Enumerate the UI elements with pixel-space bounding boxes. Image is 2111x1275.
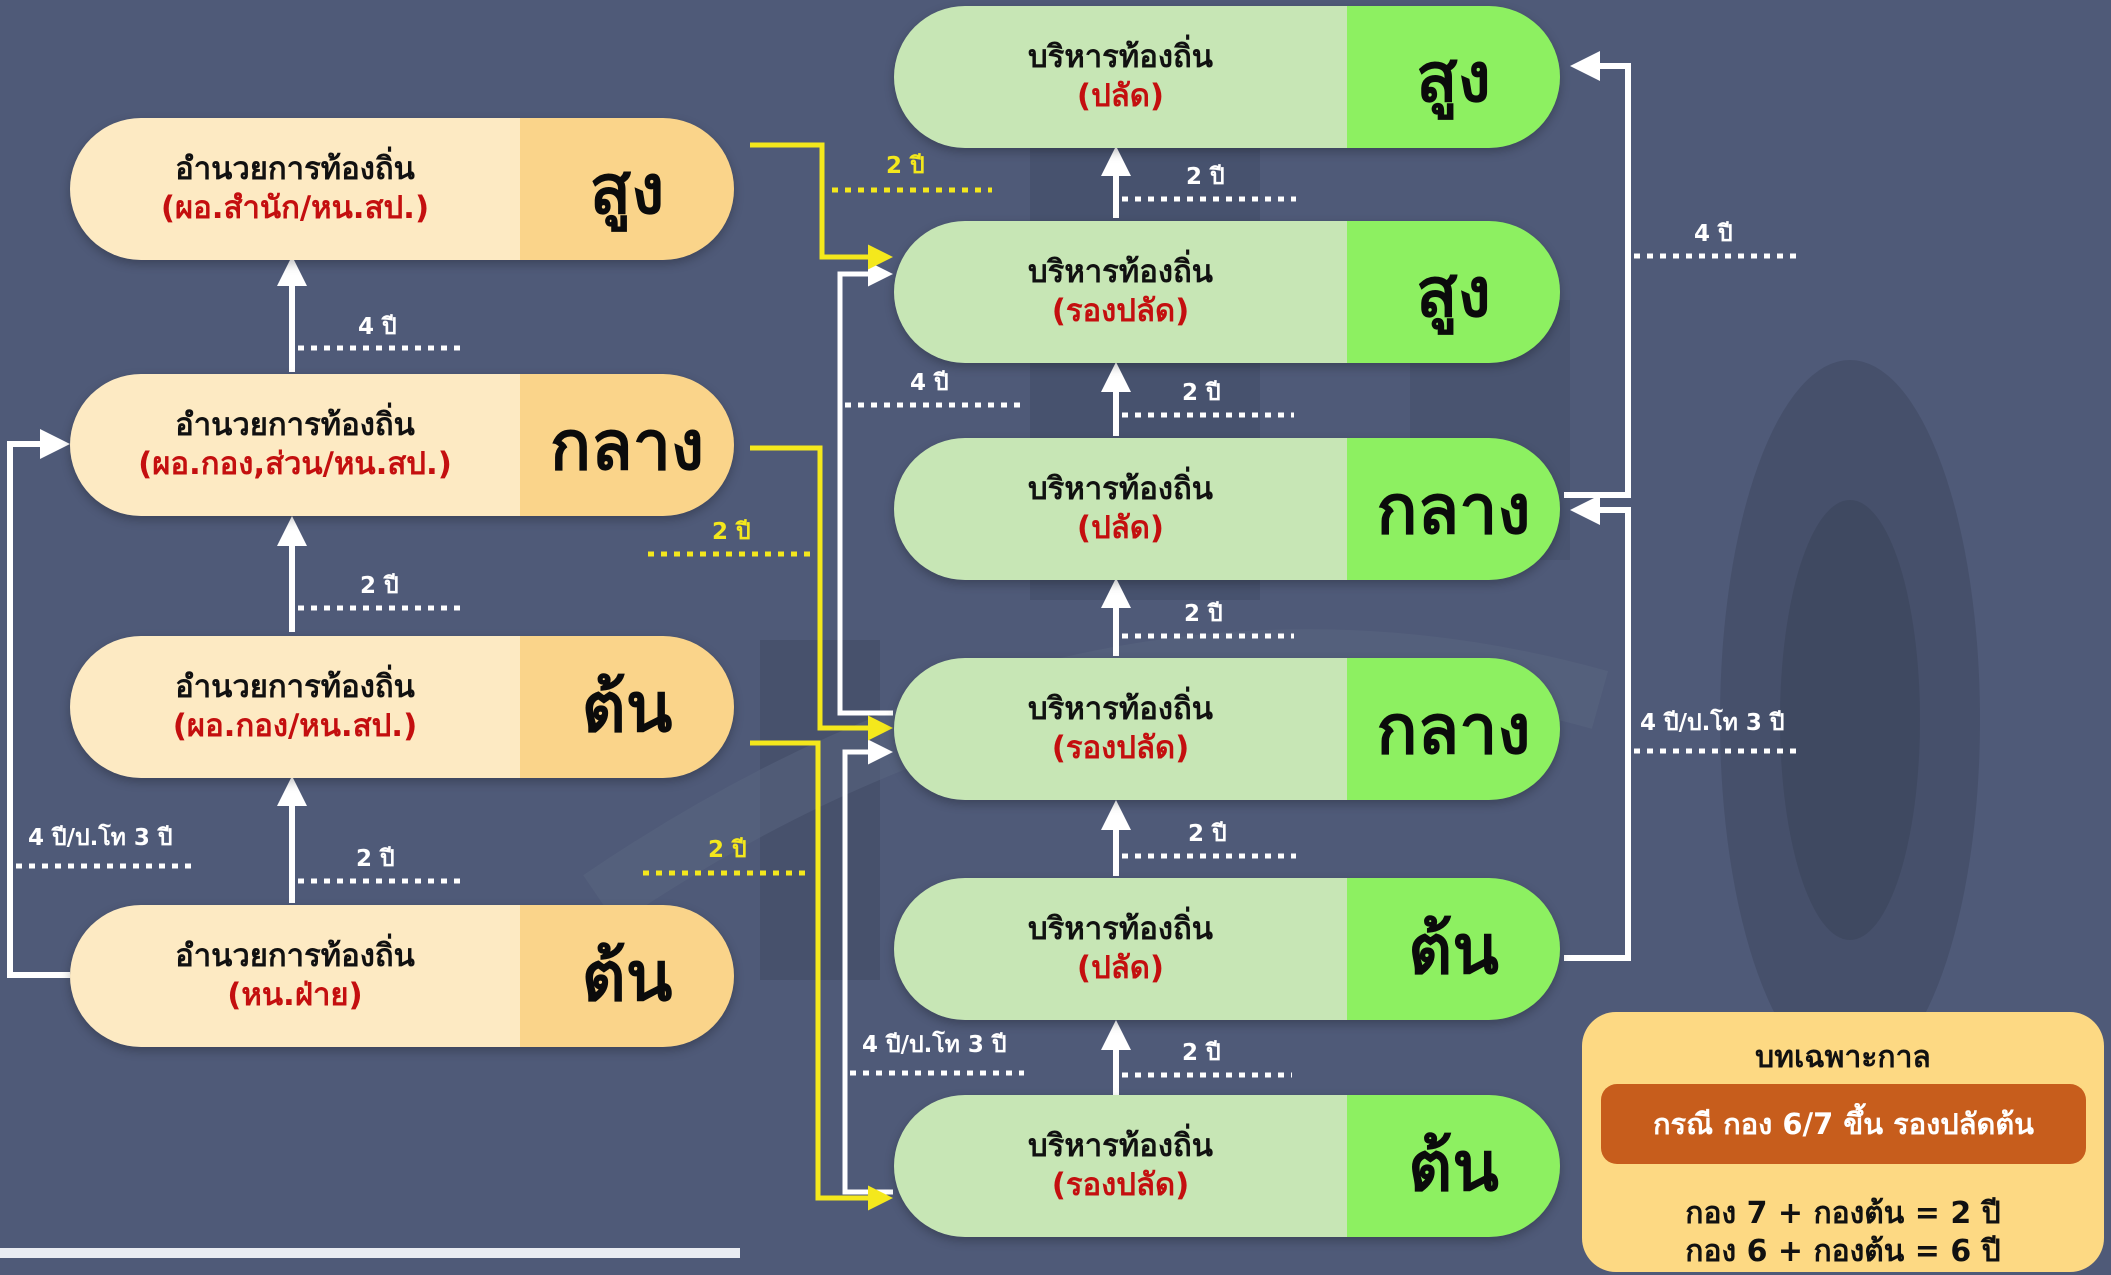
duration-label: 4 ปี/ป.โท 3 ปี bbox=[1640, 710, 1785, 736]
box-level: ต้น bbox=[520, 636, 734, 778]
box-subtitle: (ผอ.สำนัก/หน.สป.) bbox=[160, 190, 430, 226]
box-title: อำนวยการท้องถิ่น bbox=[175, 407, 415, 444]
duration-label: 4 ปี bbox=[910, 370, 949, 396]
duration-label: 4 ปี bbox=[1694, 221, 1733, 247]
arrow-yellow-from-left-1 bbox=[750, 142, 893, 270]
box-subtitle: (หน.ฝ่าย) bbox=[227, 977, 363, 1013]
arrow-right-outer-upper bbox=[1564, 51, 1631, 498]
box-subtitle: (ปลัด) bbox=[1076, 950, 1165, 986]
right-box-clerk-middle: บริหารท้องถิ่น (ปลัด) กลาง bbox=[894, 438, 1560, 580]
box-title: บริหารท้องถิ่น bbox=[1028, 39, 1213, 76]
right-box-deputy-senior: บริหารท้องถิ่น (รองปลัด) สูง bbox=[894, 221, 1560, 363]
duration-label-yellow: 2 ปี bbox=[712, 519, 751, 545]
box-text: อำนวยการท้องถิ่น (ผอ.สำนัก/หน.สป.) bbox=[70, 118, 520, 260]
box-title: อำนวยการท้องถิ่น bbox=[175, 938, 415, 975]
transitional-note: บทเฉพาะกาล กรณี กอง 6/7 ขึ้น รองปลัดต้น … bbox=[1582, 1012, 2104, 1272]
box-title: บริหารท้องถิ่น bbox=[1028, 691, 1213, 728]
box-level: สูง bbox=[1347, 6, 1560, 148]
duration-label: 4 ปี/ป.โท 3 ปี bbox=[862, 1032, 1007, 1058]
duration-label-yellow: 2 ปี bbox=[886, 153, 925, 179]
box-subtitle: (รองปลัด) bbox=[1051, 1167, 1190, 1203]
note-line: กอง 6 + กองต้น = 6 ปี bbox=[1685, 1234, 2001, 1269]
right-box-clerk-senior: บริหารท้องถิ่น (ปลัด) สูง bbox=[894, 6, 1560, 148]
arrow-yellow-from-left-3 bbox=[750, 740, 893, 1211]
bg-footer-strip bbox=[0, 1248, 740, 1258]
box-text: บริหารท้องถิ่น (รองปลัด) bbox=[894, 658, 1347, 800]
left-box-director-senior: อำนวยการท้องถิ่น (ผอ.สำนัก/หน.สป.) สูง bbox=[70, 118, 734, 260]
box-level: กลาง bbox=[1347, 438, 1560, 580]
box-text: อำนวยการท้องถิ่น (ผอ.กอง,ส่วน/หน.สป.) bbox=[70, 374, 520, 516]
duration-label: 2 ปี bbox=[1186, 164, 1225, 190]
note-title: บทเฉพาะกาล bbox=[1755, 1040, 1931, 1075]
box-subtitle: (ปลัด) bbox=[1076, 78, 1165, 114]
box-level: สูง bbox=[520, 118, 734, 260]
box-subtitle: (ผอ.กอง/หน.สป.) bbox=[172, 708, 418, 744]
box-text: บริหารท้องถิ่น (ปลัด) bbox=[894, 6, 1347, 148]
box-level: สูง bbox=[1347, 221, 1560, 363]
duration-label: 2 ปี bbox=[1188, 821, 1227, 847]
duration-label: 2 ปี bbox=[356, 846, 395, 872]
box-title: บริหารท้องถิ่น bbox=[1028, 911, 1213, 948]
box-text: อำนวยการท้องถิ่น (ผอ.กอง/หน.สป.) bbox=[70, 636, 520, 778]
box-level: ต้น bbox=[520, 905, 734, 1047]
left-box-director-middle: อำนวยการท้องถิ่น (ผอ.กอง,ส่วน/หน.สป.) กล… bbox=[70, 374, 734, 516]
left-box-section-head: อำนวยการท้องถิ่น (หน.ฝ่าย) ต้น bbox=[70, 905, 734, 1047]
box-title: บริหารท้องถิ่น bbox=[1028, 1128, 1213, 1165]
duration-label: 2 ปี bbox=[1184, 601, 1223, 627]
box-text: บริหารท้องถิ่น (รองปลัด) bbox=[894, 1095, 1347, 1237]
box-level: กลาง bbox=[1347, 658, 1560, 800]
box-text: บริหารท้องถิ่น (ปลัด) bbox=[894, 438, 1347, 580]
box-subtitle: (ปลัด) bbox=[1076, 510, 1165, 546]
note-banner: กรณี กอง 6/7 ขึ้น รองปลัดต้น bbox=[1601, 1084, 2086, 1164]
box-text: บริหารท้องถิ่น (รองปลัด) bbox=[894, 221, 1347, 363]
note-line: กอง 7 + กองต้น = 2 ปี bbox=[1685, 1196, 2001, 1231]
bg-target-shape bbox=[1780, 500, 1920, 940]
box-text: อำนวยการท้องถิ่น (หน.ฝ่าย) bbox=[70, 905, 520, 1047]
box-subtitle: (ผอ.กอง,ส่วน/หน.สป.) bbox=[138, 446, 452, 482]
duration-label: 4 ปี/ป.โท 3 ปี bbox=[28, 825, 173, 851]
right-box-deputy-junior: บริหารท้องถิ่น (รองปลัด) ต้น bbox=[894, 1095, 1560, 1237]
box-title: บริหารท้องถิ่น bbox=[1028, 254, 1213, 291]
box-title: อำนวยการท้องถิ่น bbox=[175, 151, 415, 188]
box-level: ต้น bbox=[1347, 878, 1560, 1020]
box-level: กลาง bbox=[520, 374, 734, 516]
box-text: บริหารท้องถิ่น (ปลัด) bbox=[894, 878, 1347, 1020]
arrow-left-bypass bbox=[7, 429, 70, 978]
box-subtitle: (รองปลัด) bbox=[1051, 730, 1190, 766]
box-subtitle: (รองปลัด) bbox=[1051, 293, 1190, 329]
duration-label-yellow: 2 ปี bbox=[708, 837, 747, 863]
right-box-clerk-junior: บริหารท้องถิ่น (ปลัด) ต้น bbox=[894, 878, 1560, 1020]
duration-label: 4 ปี bbox=[358, 314, 397, 340]
arrow-right-outer-lower bbox=[1564, 495, 1631, 961]
duration-label: 2 ปี bbox=[360, 573, 399, 599]
left-box-director-junior: อำนวยการท้องถิ่น (ผอ.กอง/หน.สป.) ต้น bbox=[70, 636, 734, 778]
duration-label: 2 ปี bbox=[1182, 1040, 1221, 1066]
box-title: บริหารท้องถิ่น bbox=[1028, 471, 1213, 508]
box-level: ต้น bbox=[1347, 1095, 1560, 1237]
duration-label: 2 ปี bbox=[1182, 380, 1221, 406]
right-box-deputy-middle: บริหารท้องถิ่น (รองปลัด) กลาง bbox=[894, 658, 1560, 800]
arrow-right-bypass-upper bbox=[837, 261, 893, 716]
arrow-right-bypass-lower bbox=[842, 739, 893, 1195]
arrow-yellow-from-left-2 bbox=[750, 445, 893, 741]
box-title: อำนวยการท้องถิ่น bbox=[175, 669, 415, 706]
